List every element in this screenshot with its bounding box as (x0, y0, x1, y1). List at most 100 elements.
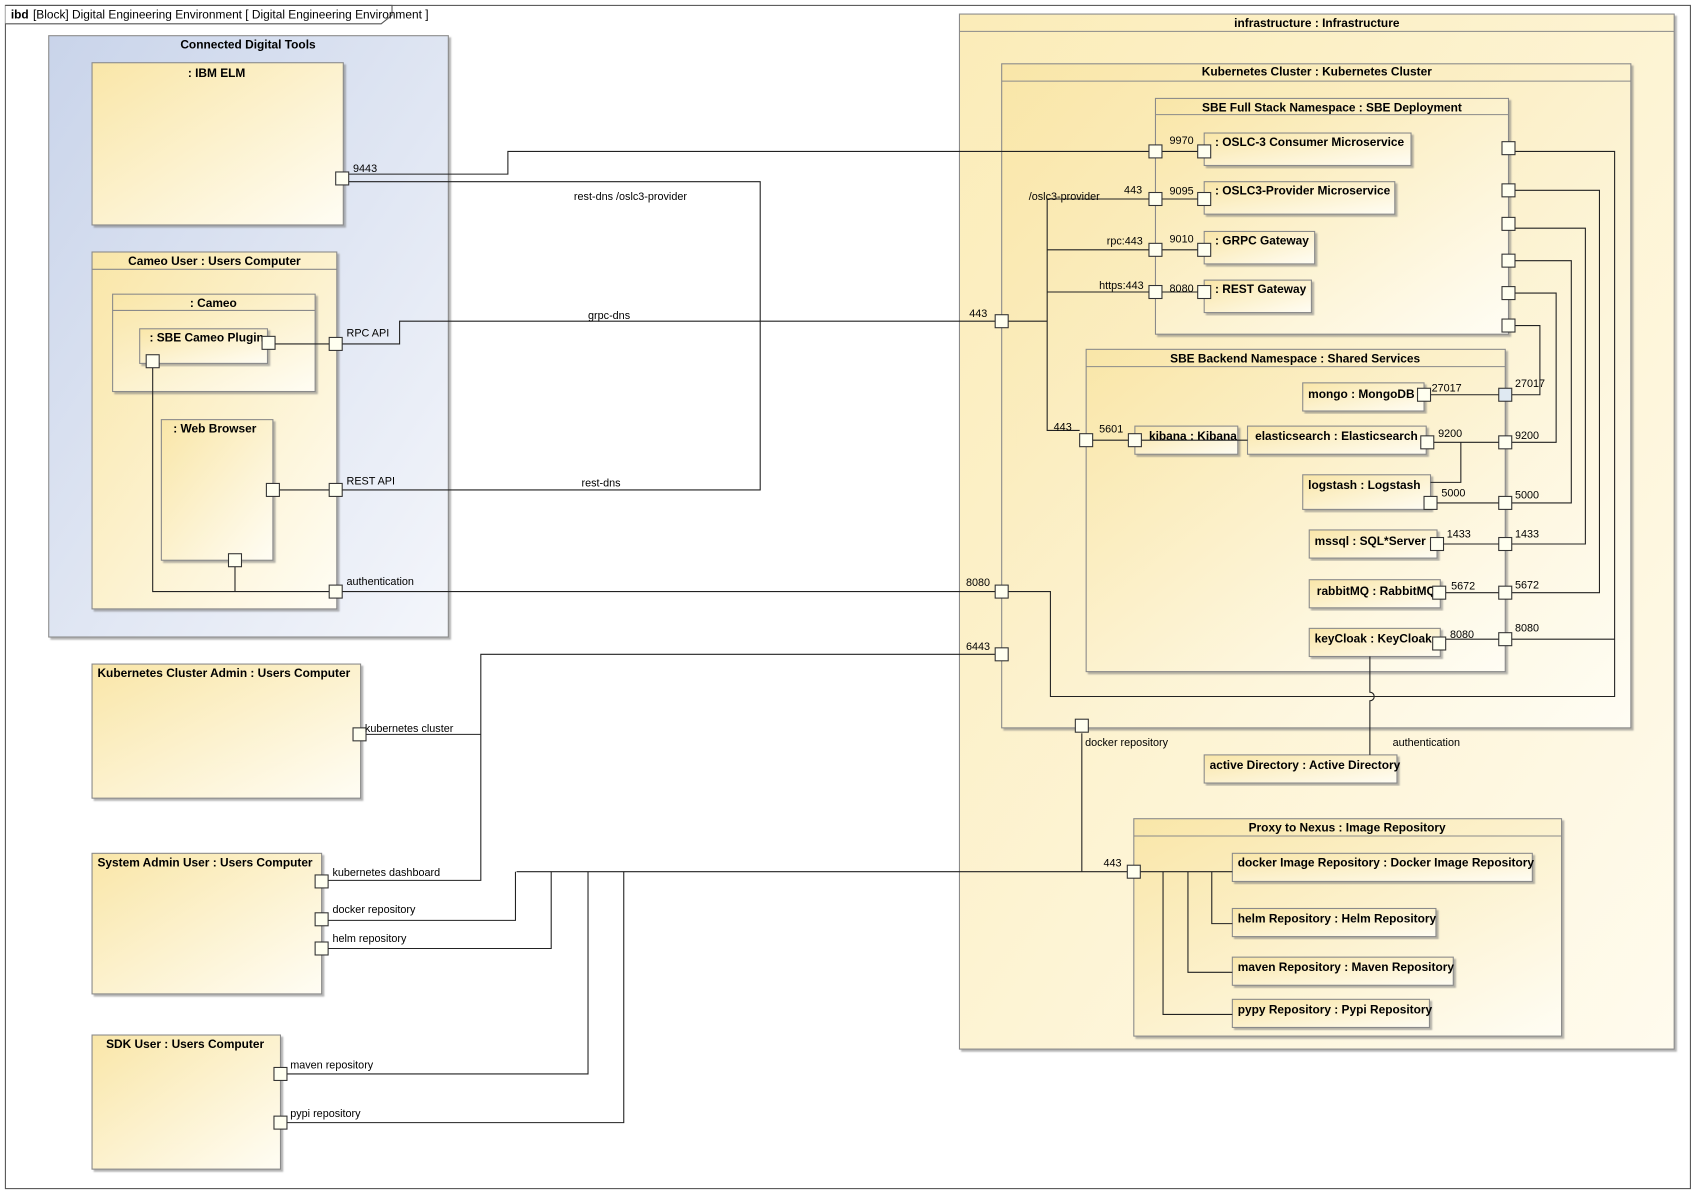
port-fs-r3[interactable] (1501, 216, 1516, 231)
port-plugin-bottom[interactable] (145, 354, 160, 369)
kubernetes-cluster-admin-part[interactable]: Kubernetes Cluster Admin : Users Compute… (91, 663, 362, 799)
label-docker-repository-cluster: docker repository (1085, 737, 1169, 749)
label-docker-repository: docker repository (332, 904, 416, 916)
port-infra-8080[interactable] (994, 584, 1009, 599)
port-browser-right[interactable] (265, 482, 280, 497)
port-logstash[interactable] (1423, 495, 1438, 510)
port-fs-r4[interactable] (1501, 253, 1516, 268)
port-docker-repository[interactable] (314, 912, 329, 927)
fullstack-label: SBE Full Stack Namespace : SBE Deploymen… (1202, 100, 1462, 114)
kibana-label: kibana : Kibana (1149, 429, 1237, 443)
port-kibana[interactable] (1127, 433, 1142, 448)
port-be-5000[interactable] (1498, 495, 1513, 510)
mongodb-part[interactable]: mongo : MongoDB (1302, 382, 1425, 412)
connector-authentication-ad[interactable] (1369, 656, 1375, 755)
label-8080-keycloak: 8080 (1450, 629, 1474, 641)
docker-image-repo-label: docker Image Repository : Docker Image R… (1238, 855, 1535, 869)
port-kubernetes-cluster[interactable] (352, 727, 367, 742)
port-infra-443[interactable] (994, 314, 1009, 329)
port-ns-9970[interactable] (1148, 144, 1163, 159)
port-consumer[interactable] (1197, 144, 1212, 159)
connector-grpc-dns[interactable] (342, 320, 997, 345)
port-mssql[interactable] (1429, 536, 1445, 552)
oslc3-provider-part[interactable]: : OSLC3-Provider Microservice (1203, 181, 1396, 215)
sbe-backend-namespace-part[interactable]: SBE Backend Namespace : Shared Services (1085, 348, 1506, 673)
port-fs-r2[interactable] (1501, 183, 1516, 198)
k8s-admin-label: Kubernetes Cluster Admin : Users Compute… (97, 666, 350, 680)
frame-title: [Block] Digital Engineering Environment … (33, 7, 429, 21)
port-be-9200[interactable] (1498, 435, 1513, 450)
web-browser-label: : Web Browser (173, 422, 256, 436)
helm-repository-part[interactable]: helm Repository : Helm Repository (1231, 907, 1436, 938)
port-rest-api[interactable] (328, 482, 343, 497)
port-cluster-docker[interactable] (1074, 718, 1089, 733)
port-kubernetes-dashboard[interactable] (314, 874, 329, 889)
system-admin-user-part[interactable]: System Admin User : Users Computer (91, 852, 323, 995)
port-pypi-repository[interactable] (273, 1115, 288, 1130)
keycloak-part[interactable]: keyCloak : KeyCloak (1308, 627, 1441, 658)
port-backend-443[interactable] (1079, 433, 1094, 448)
port-rpc-api[interactable] (328, 336, 343, 351)
label-9200-be: 9200 (1515, 430, 1539, 442)
label-5672-rabbit: 5672 (1451, 580, 1475, 592)
label-kubernetes-dashboard: kubernetes dashboard (332, 867, 440, 879)
port-rabbit[interactable] (1432, 585, 1447, 600)
label-8080-rest: 8080 (1170, 283, 1194, 295)
port-helm-repository[interactable] (314, 941, 329, 956)
label-rpc-api: RPC API (347, 327, 390, 339)
rabbitmq-part[interactable]: rabbitMQ : RabbitMQ (1308, 579, 1441, 609)
grpc-gateway-label: : GRPC Gateway (1215, 233, 1309, 247)
port-be-5672[interactable] (1498, 585, 1513, 600)
port-ns-https[interactable] (1148, 284, 1163, 300)
sbe-cameo-plugin-part[interactable]: : SBE Cameo Plugin (139, 328, 269, 364)
connector-kubernetes-api[interactable] (328, 653, 997, 881)
port-be-27017[interactable] (1498, 387, 1513, 402)
oslc3-consumer-part[interactable]: : OSLC-3 Consumer Microservice (1203, 132, 1412, 167)
port-be-8080[interactable] (1498, 632, 1513, 647)
port-fs-r5[interactable] (1501, 286, 1516, 301)
port-ibm-9443[interactable] (335, 171, 350, 186)
label-5000-be: 5000 (1515, 490, 1539, 502)
active-directory-part[interactable]: active Directory : Active Directory (1203, 754, 1401, 784)
port-ns-rpc[interactable] (1148, 242, 1163, 257)
maven-repository-part[interactable]: maven Repository : Maven Repository (1231, 956, 1454, 986)
label-9095: 9095 (1170, 186, 1194, 198)
rest-gateway-part[interactable]: : REST Gateway (1203, 279, 1312, 314)
rabbitmq-label: rabbitMQ : RabbitMQ (1317, 584, 1436, 598)
ibm-elm-part[interactable]: : IBM ELM (91, 62, 344, 226)
port-keycloak[interactable] (1432, 636, 1447, 651)
port-elastic[interactable] (1420, 435, 1435, 450)
port-provider[interactable] (1197, 191, 1212, 207)
oslc3-provider-label: : OSLC3-Provider Microservice (1215, 184, 1391, 198)
port-authentication[interactable] (328, 584, 343, 599)
sdk-user-part[interactable]: SDK User : Users Computer (91, 1034, 282, 1170)
grpc-gateway-part[interactable]: : GRPC Gateway (1203, 230, 1316, 265)
port-ns-443[interactable] (1148, 191, 1163, 207)
label-infra-6443: 6443 (966, 641, 990, 653)
logstash-label: logstash : Logstash (1308, 478, 1420, 492)
port-fs-r1[interactable] (1501, 141, 1516, 156)
port-be-1433[interactable] (1498, 536, 1513, 552)
port-grpc[interactable] (1197, 242, 1212, 257)
elasticsearch-label: elasticsearch : Elasticsearch (1255, 429, 1418, 443)
port-maven-repository[interactable] (273, 1066, 288, 1081)
port-browser-bottom[interactable] (227, 553, 243, 568)
port-rest-gw[interactable] (1197, 284, 1212, 300)
kubernetes-cluster-label: Kubernetes Cluster : Kubernetes Cluster (1202, 65, 1432, 79)
port-mongo[interactable] (1416, 387, 1432, 402)
elasticsearch-part[interactable]: elasticsearch : Elasticsearch (1246, 425, 1427, 455)
docker-image-repository-part[interactable]: docker Image Repository : Docker Image R… (1231, 852, 1535, 882)
sdk-user-label: SDK User : Users Computer (106, 1037, 264, 1051)
label-pypi-repository: pypi repository (290, 1108, 361, 1120)
port-proxy-443[interactable] (1126, 864, 1141, 879)
pypy-repository-part[interactable]: pypy Repository : Pypi Repository (1231, 998, 1433, 1028)
logstash-part[interactable]: logstash : Logstash (1302, 474, 1432, 510)
web-browser-part[interactable]: : Web Browser (160, 419, 274, 561)
port-fs-r6[interactable] (1501, 318, 1516, 333)
connector-rest-dns[interactable] (342, 181, 761, 491)
sql-server-part[interactable]: mssql : SQL*Server (1308, 529, 1438, 559)
port-infra-6443[interactable] (994, 647, 1009, 662)
connector-ibm-oslc-consumer[interactable] (348, 150, 1151, 175)
label-maven-repository: maven repository (290, 1060, 374, 1072)
port-plugin-right[interactable] (261, 335, 276, 350)
